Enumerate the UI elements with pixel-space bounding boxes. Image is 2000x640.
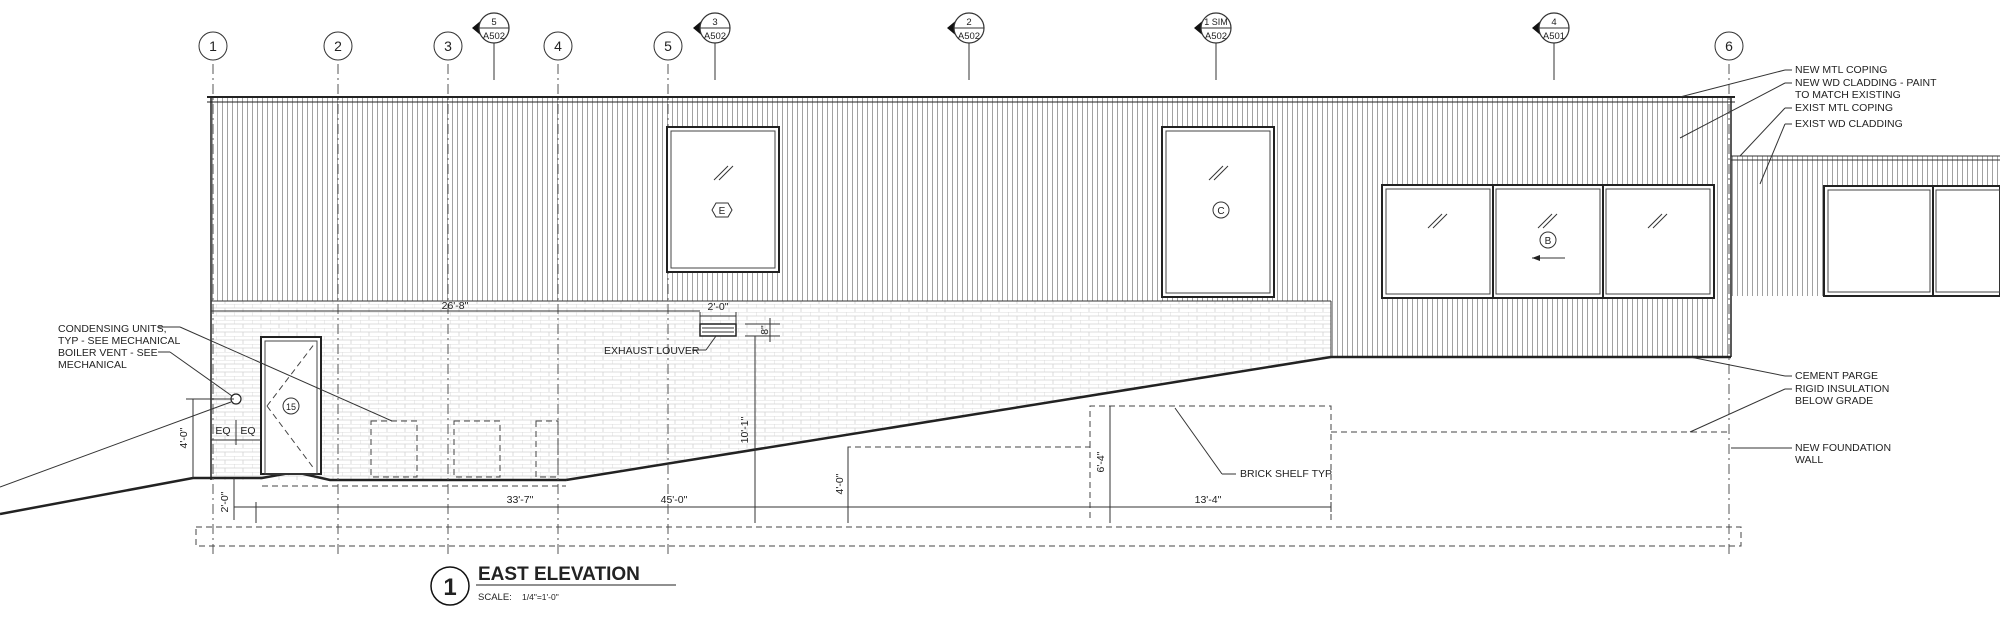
svg-text:5: 5 bbox=[664, 38, 672, 54]
dimension-louver-height: 8" bbox=[745, 318, 780, 342]
note-brick-shelf: BRICK SHELF TYP bbox=[1174, 407, 1332, 480]
svg-text:A502: A502 bbox=[1205, 31, 1227, 42]
dimension-shelf-1: 4'-0" bbox=[834, 447, 849, 520]
dimension-shelf-2: 6'-4" bbox=[1095, 406, 1111, 520]
svg-text:WALL: WALL bbox=[1795, 454, 1823, 466]
door-15: 15 bbox=[260, 336, 322, 475]
section-marker-2-a502: 2 A502 bbox=[947, 12, 985, 80]
note-exist-mtl-coping: EXIST MTL COPING bbox=[1739, 102, 1893, 157]
svg-text:33'-7": 33'-7" bbox=[507, 494, 534, 506]
svg-text:NEW WD CLADDING - PAINT: NEW WD CLADDING - PAINT bbox=[1795, 77, 1937, 89]
svg-text:15: 15 bbox=[286, 402, 296, 412]
svg-text:EAST ELEVATION: EAST ELEVATION bbox=[478, 564, 640, 585]
svg-text:2'-0": 2'-0" bbox=[708, 301, 729, 313]
svg-text:1/4"=1'-0": 1/4"=1'-0" bbox=[522, 592, 559, 602]
svg-text:13'-4": 13'-4" bbox=[1195, 494, 1222, 506]
note-new-wd-cladding: NEW WD CLADDING - PAINT TO MATCH EXISTIN… bbox=[1679, 77, 1937, 139]
svg-text:4'-0": 4'-0" bbox=[834, 473, 846, 494]
dimension-bottom-chain: 33'-7" 45'-0" 13'-4" bbox=[234, 494, 1332, 523]
svg-text:5: 5 bbox=[491, 17, 496, 28]
note-new-mtl-coping: NEW MTL COPING bbox=[1679, 64, 1887, 98]
dimension-top-span: 26'-8" bbox=[211, 300, 700, 312]
svg-text:3: 3 bbox=[712, 17, 717, 28]
svg-text:A502: A502 bbox=[483, 31, 505, 42]
section-marker-4-a501: 4 A501 bbox=[1532, 12, 1570, 80]
svg-text:EXHAUST LOUVER: EXHAUST LOUVER bbox=[604, 345, 700, 357]
svg-text:EQ: EQ bbox=[215, 425, 230, 437]
grid-bubble-4: 4 bbox=[543, 31, 573, 61]
svg-text:2: 2 bbox=[334, 38, 342, 54]
section-marker-5-a502: 5 A502 bbox=[472, 12, 510, 80]
svg-text:A501: A501 bbox=[1543, 31, 1565, 42]
dimension-vent-height: 4'-0" bbox=[178, 398, 234, 478]
exhaust-louver bbox=[699, 323, 737, 337]
note-cement-parge: CEMENT PARGE bbox=[1689, 356, 1878, 382]
grid-bubble-6: 6 bbox=[1714, 31, 1744, 61]
svg-text:EQ: EQ bbox=[240, 425, 255, 437]
window-c: C bbox=[1161, 126, 1275, 298]
svg-text:1 SIM: 1 SIM bbox=[1204, 17, 1228, 27]
svg-text:6'-4": 6'-4" bbox=[1095, 451, 1107, 472]
foundation-lines bbox=[195, 405, 1742, 547]
window-b: B bbox=[1381, 184, 1715, 299]
svg-text:2'-0": 2'-0" bbox=[219, 491, 231, 512]
svg-text:A502: A502 bbox=[958, 31, 980, 42]
dimension-grade: 2'-0" bbox=[219, 478, 235, 520]
brick-veneer bbox=[211, 301, 1331, 480]
grid-bubble-3: 3 bbox=[433, 31, 463, 61]
svg-text:B: B bbox=[1545, 236, 1552, 247]
svg-text:NEW MTL COPING: NEW MTL COPING bbox=[1795, 64, 1887, 76]
svg-text:8": 8" bbox=[759, 325, 771, 335]
svg-text:BOILER VENT - SEE: BOILER VENT - SEE bbox=[58, 347, 158, 359]
dimension-eq: EQ EQ bbox=[211, 420, 261, 445]
svg-text:TO MATCH EXISTING: TO MATCH EXISTING bbox=[1795, 89, 1901, 101]
svg-text:MECHANICAL: MECHANICAL bbox=[58, 359, 127, 371]
svg-text:2: 2 bbox=[966, 17, 971, 28]
note-boiler-vent: BOILER VENT - SEE MECHANICAL bbox=[0, 347, 233, 488]
svg-text:EXIST WD CLADDING: EXIST WD CLADDING bbox=[1795, 118, 1903, 130]
svg-text:45'-0": 45'-0" bbox=[661, 494, 688, 506]
svg-text:BRICK SHELF TYP: BRICK SHELF TYP bbox=[1240, 468, 1332, 480]
svg-text:BELOW GRADE: BELOW GRADE bbox=[1795, 395, 1873, 407]
svg-text:SCALE:: SCALE: bbox=[478, 592, 512, 603]
svg-text:4: 4 bbox=[1551, 17, 1556, 28]
svg-text:4'-0": 4'-0" bbox=[178, 427, 190, 448]
svg-text:C: C bbox=[1217, 206, 1224, 217]
section-marker-1sim-a502: 1 SIM A502 bbox=[1194, 12, 1232, 80]
svg-text:6: 6 bbox=[1725, 38, 1733, 54]
grid-bubble-1: 1 bbox=[198, 31, 228, 61]
svg-text:26'-8": 26'-8" bbox=[442, 300, 469, 312]
note-new-foundation-wall: NEW FOUNDATION WALL bbox=[1731, 442, 1891, 466]
svg-text:E: E bbox=[719, 206, 726, 217]
svg-text:CONDENSING UNITS,: CONDENSING UNITS, bbox=[58, 323, 167, 335]
grid-bubble-2: 2 bbox=[323, 31, 353, 61]
svg-text:4: 4 bbox=[554, 38, 562, 54]
svg-text:CEMENT PARGE: CEMENT PARGE bbox=[1795, 370, 1878, 382]
svg-text:TYP - SEE MECHANICAL: TYP - SEE MECHANICAL bbox=[58, 335, 180, 347]
note-rigid-insulation: RIGID INSULATION BELOW GRADE bbox=[1689, 383, 1889, 433]
svg-text:1: 1 bbox=[443, 574, 456, 601]
svg-text:A502: A502 bbox=[704, 31, 726, 42]
drawing-title: 1 EAST ELEVATION SCALE: 1/4"=1'-0" bbox=[430, 564, 676, 606]
building-outline bbox=[0, 96, 2000, 516]
dimension-louver-width: 2'-0" bbox=[699, 301, 737, 324]
window-e: E bbox=[666, 126, 780, 273]
svg-text:1: 1 bbox=[209, 38, 217, 54]
note-condensing-units: CONDENSING UNITS, TYP - SEE MECHANICAL bbox=[58, 323, 393, 422]
svg-text:10'-1": 10'-1" bbox=[739, 416, 751, 443]
note-exhaust-louver: EXHAUST LOUVER bbox=[604, 335, 717, 357]
svg-text:RIGID INSULATION: RIGID INSULATION bbox=[1795, 383, 1889, 395]
condensing-units bbox=[370, 420, 559, 478]
svg-text:EXIST MTL COPING: EXIST MTL COPING bbox=[1795, 102, 1893, 114]
section-marker-3-a502: 3 A502 bbox=[693, 12, 731, 80]
grid-bubble-5: 5 bbox=[653, 31, 683, 61]
svg-text:NEW FOUNDATION: NEW FOUNDATION bbox=[1795, 442, 1891, 454]
dimension-louver-elev: 10'-1" bbox=[739, 336, 756, 520]
svg-text:3: 3 bbox=[444, 38, 452, 54]
existing-window bbox=[1823, 185, 2000, 297]
note-exist-wd-cladding: EXIST WD CLADDING bbox=[1759, 118, 1903, 185]
